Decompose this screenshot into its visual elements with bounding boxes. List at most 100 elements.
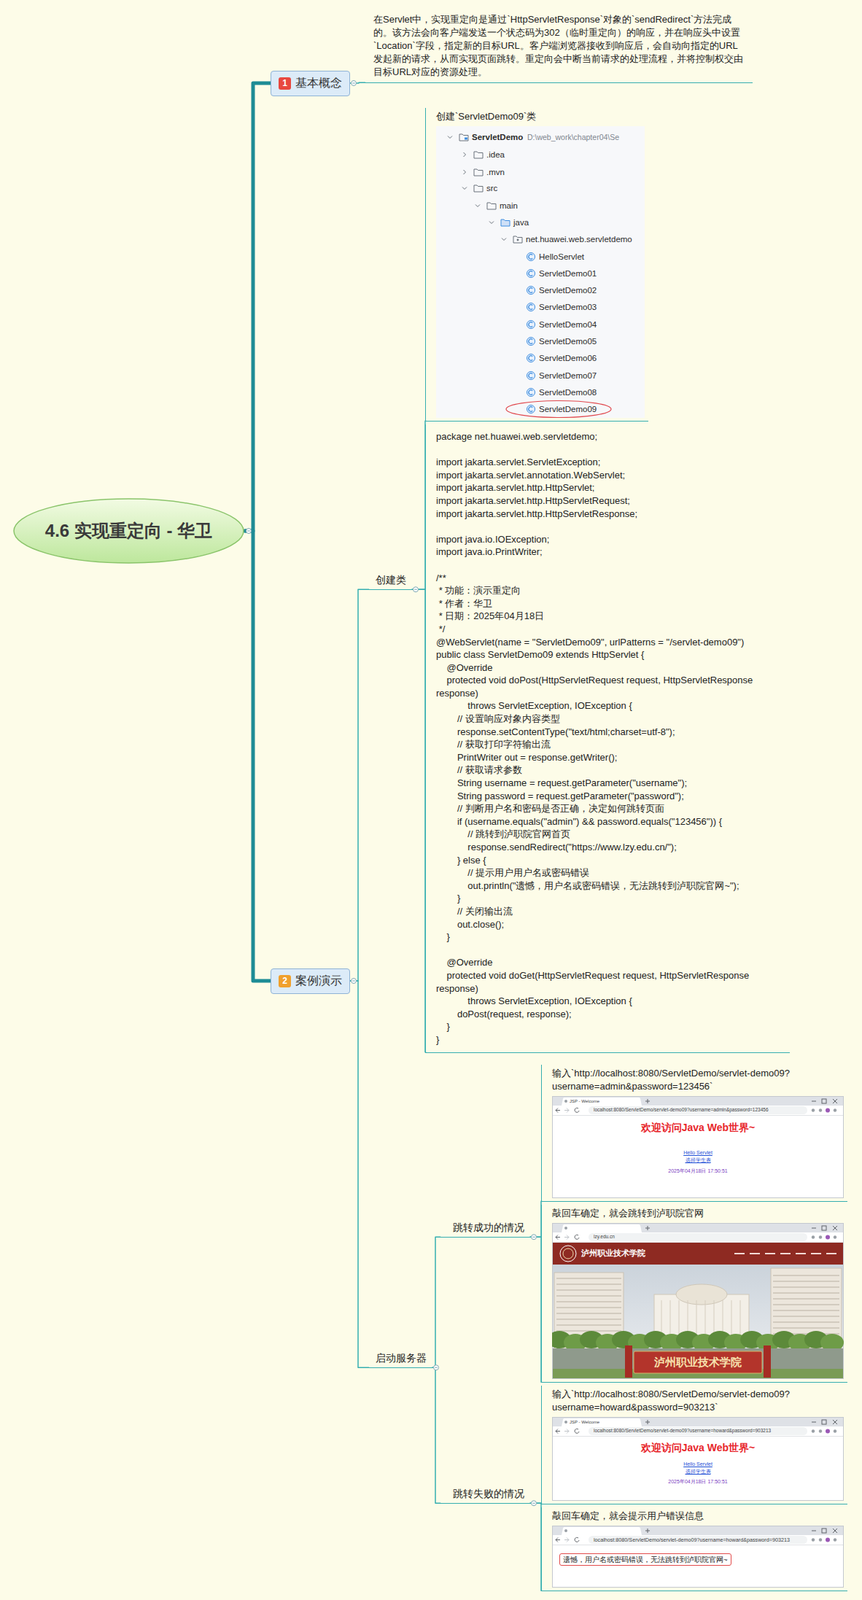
drawing-part	[825, 1429, 830, 1434]
drawing-part	[527, 320, 536, 329]
drawing-part	[825, 1538, 830, 1543]
branch-line	[432, 1236, 441, 1368]
drawing-part	[246, 528, 252, 534]
drawing-part	[532, 1236, 536, 1238]
collapse-knob	[413, 587, 419, 593]
drawing-part	[351, 80, 357, 87]
drawing-part	[556, 1290, 622, 1291]
drawing-part	[773, 1298, 840, 1300]
drawing-part	[825, 1235, 830, 1240]
file-tree-label: ServletDemo02	[538, 284, 597, 297]
drawing-part	[561, 1097, 642, 1106]
branch-line	[530, 1236, 542, 1382]
drawing-part	[552, 1223, 844, 1233]
topic-label: 跳转失败的情况	[452, 1486, 525, 1501]
subtopic: 跳转失败的情况	[439, 1486, 531, 1504]
drawing-part	[552, 1417, 844, 1427]
drawing-part	[832, 1419, 838, 1425]
drawing-part	[818, 1108, 822, 1112]
code-line: * 功能：演示重定向	[436, 584, 783, 598]
code-line: PrintWriter out = response.getWriter();	[436, 751, 783, 765]
drawing-part	[825, 1108, 830, 1113]
drawing-part	[487, 202, 496, 210]
code-line: import java.io.IOException;	[436, 533, 783, 547]
screen-text: JSP - Welcome	[569, 1098, 600, 1105]
drawing-part	[821, 1419, 827, 1425]
drawing-part	[832, 1528, 838, 1533]
drawing-part	[818, 1429, 822, 1433]
drawing-part	[552, 1426, 844, 1436]
drawing-part	[749, 1252, 760, 1255]
drawing-part	[555, 1429, 561, 1434]
image-topic: 输入`http://localhost:8080/ServletDemo/ser…	[541, 1064, 848, 1202]
drawing-part	[564, 1538, 569, 1543]
branch-line	[530, 1503, 542, 1591]
drawing-part	[352, 83, 356, 84]
screenshot: JSP - Welcome localhost:8080/ServletDemo/…	[552, 1096, 844, 1199]
branch-topic: 1基本概念	[270, 70, 351, 97]
subtopic: 跳转成功的情况	[439, 1220, 531, 1238]
screen-text: 泸州职业技术学院	[552, 1355, 844, 1369]
drawing-part	[247, 530, 251, 532]
drawing-part	[434, 1367, 438, 1369]
drawing-part	[552, 1526, 844, 1536]
file-tree-label: ServletDemo07	[538, 369, 597, 382]
topic-label: 启动服务器	[375, 1351, 427, 1366]
drawing-part	[561, 1527, 642, 1536]
code-line: // 跳转到泸职院官网首页	[436, 827, 783, 841]
drawing-part	[780, 1252, 791, 1255]
code-line: /**	[436, 571, 783, 585]
screenshot: lzy.edu.cn泸州职业技术学院泸州职业技术学院	[552, 1222, 844, 1380]
drawing-part	[811, 1429, 815, 1433]
file-tree-label: java	[513, 216, 529, 229]
drawing-part	[528, 355, 533, 361]
drawing-part	[588, 1535, 808, 1544]
drawing-part	[552, 1544, 844, 1546]
code-line: String password = request.getParameter("…	[436, 789, 783, 803]
topic-label: 敲回车确定，就会跳转到泸职院官网	[552, 1206, 844, 1221]
file-tree-label: ServletDemo03	[538, 301, 597, 313]
code-line: @Override	[436, 956, 783, 970]
code-line: public class ServletDemo09 extends HttpS…	[436, 648, 783, 662]
screen-text: localhost:8080/ServletDemo/servlet-demo0…	[593, 1107, 769, 1113]
code-line: }	[436, 1020, 783, 1034]
drawing-part	[527, 269, 536, 278]
file-tree-label: ServletDemo01	[538, 267, 597, 280]
drawing-part	[645, 1528, 650, 1533]
drawing-part	[556, 1319, 622, 1320]
drawing-part	[552, 1348, 844, 1379]
branch-line	[350, 589, 370, 981]
drawing-part	[528, 271, 533, 276]
drawing-part	[501, 219, 510, 227]
code-line: * 作者：华卫	[436, 597, 783, 611]
code-line: out.close();	[436, 918, 783, 932]
drawing-part	[475, 204, 480, 208]
drawing-part	[564, 1529, 568, 1533]
drawing-part	[474, 151, 483, 159]
drawing-part	[489, 221, 494, 224]
branch-label: 基本概念	[295, 75, 343, 92]
branch-line	[412, 589, 426, 1053]
drawing-part	[552, 1417, 844, 1501]
code-line: // 关闭输出流	[436, 905, 783, 919]
code-line: */	[436, 622, 783, 636]
screen-text: 选择学生表	[552, 1468, 844, 1475]
drawing-part	[556, 1295, 622, 1297]
code-line: @Override	[436, 661, 783, 675]
screen-text: JSP - Welcome	[569, 1419, 600, 1425]
drawing-part	[556, 1325, 622, 1326]
drawing-part	[527, 286, 536, 295]
code-line: import jakarta.servlet.http.HttpServletR…	[436, 494, 783, 508]
topic-label: 输入`http://localhost:8080/ServletDemo/ser…	[552, 1066, 844, 1094]
drawing-part	[795, 1252, 806, 1255]
drawing-part	[528, 373, 533, 378]
drawing-part	[531, 1500, 537, 1506]
drawing-part	[821, 1099, 827, 1104]
branch-label: 案例演示	[295, 973, 343, 989]
code-line: protected void doPost(HttpServletRequest…	[436, 673, 783, 700]
code-line: out.println("遗憾，用户名或密码错误，无法跳转到泸职院官网~");	[436, 879, 783, 893]
drawing-part	[773, 1293, 840, 1294]
code-line: }	[436, 891, 783, 906]
image-topic: 敲回车确定，就会提示用户错误信息localhost:8080/ServletDe…	[541, 1507, 848, 1592]
collapse-knob	[351, 978, 357, 984]
